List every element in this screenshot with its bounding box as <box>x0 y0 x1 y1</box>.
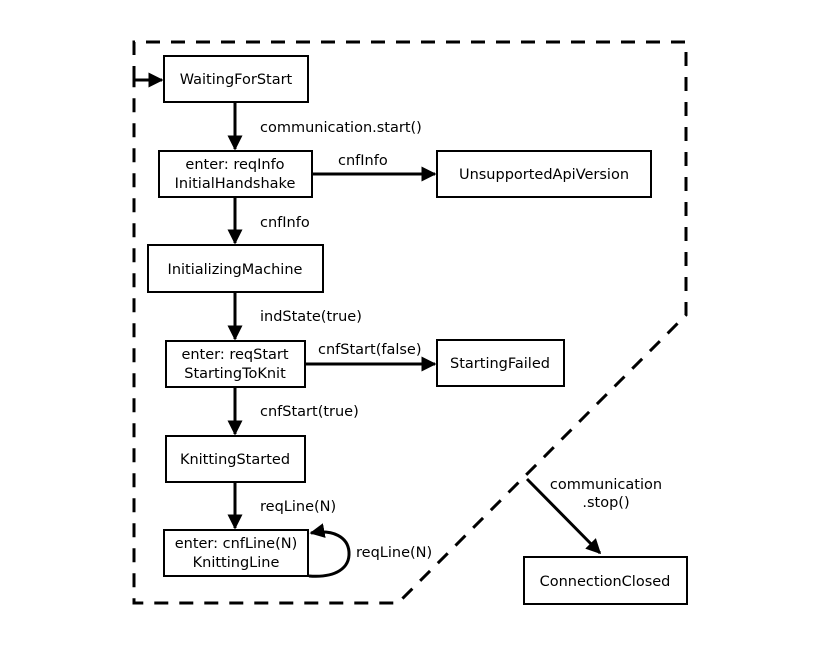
label-communication-start: communication.start() <box>260 120 422 136</box>
label-cnf-start-true: cnfStart(true) <box>260 404 359 420</box>
label-req-line-in: reqLine(N) <box>260 499 336 515</box>
state-initializing-machine-label: InitializingMachine <box>168 262 303 278</box>
label-req-line-loop: reqLine(N) <box>356 545 432 561</box>
state-waiting-for-start-label: WaitingForStart <box>180 72 293 88</box>
label-cnf-start-false: cnfStart(false) <box>318 342 422 358</box>
state-starting-to-knit-label: StartingToKnit <box>184 366 286 382</box>
state-unsupported-api-version-label: UnsupportedApiVersion <box>459 167 629 183</box>
state-unsupported-api-version: UnsupportedApiVersion <box>436 150 652 198</box>
state-knitting-started: KnittingStarted <box>165 435 306 483</box>
state-starting-failed-label: StartingFailed <box>450 356 550 372</box>
state-initial-handshake-entry: enter: reqInfo <box>185 157 284 173</box>
state-initial-handshake: enter: reqInfo InitialHandshake <box>158 150 313 198</box>
state-starting-failed: StartingFailed <box>436 339 565 387</box>
state-connection-closed-label: ConnectionClosed <box>540 574 671 590</box>
label-communication-stop-line2: .stop() <box>582 495 629 511</box>
arrow-req-line-loop <box>308 523 351 578</box>
label-cnf-info: cnfInfo <box>260 215 310 231</box>
label-cnf-info-unsupported: cnfInfo <box>338 153 388 169</box>
state-knitting-started-label: KnittingStarted <box>180 452 290 468</box>
arrow-communication-stop <box>525 477 602 555</box>
state-knitting-line: enter: cnfLine(N) KnittingLine <box>163 529 309 577</box>
state-knitting-line-entry: enter: cnfLine(N) <box>175 536 298 552</box>
state-waiting-for-start: WaitingForStart <box>163 55 309 103</box>
state-initializing-machine: InitializingMachine <box>147 244 324 293</box>
state-connection-closed: ConnectionClosed <box>523 556 688 605</box>
label-communication-stop-line1: communication <box>550 477 662 493</box>
state-starting-to-knit-entry: enter: reqStart <box>181 347 288 363</box>
boundary-dashed <box>132 40 688 605</box>
state-knitting-line-label: KnittingLine <box>193 555 280 571</box>
label-ind-state-true: indState(true) <box>260 309 362 325</box>
state-initial-handshake-label: InitialHandshake <box>175 176 296 192</box>
state-starting-to-knit: enter: reqStart StartingToKnit <box>165 340 306 388</box>
